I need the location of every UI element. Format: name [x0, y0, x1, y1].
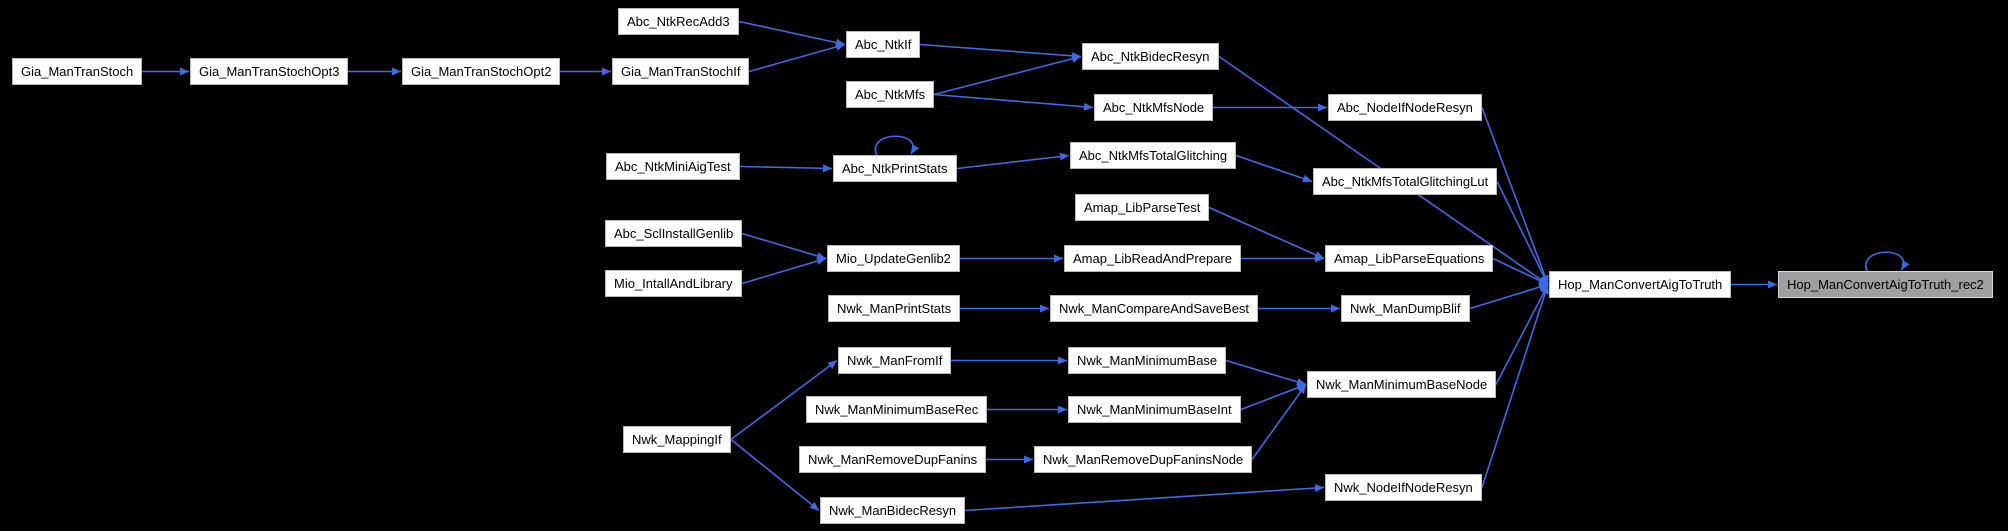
edge-abc-ntkif--abc-ntkbidecresyn — [919, 43, 1082, 60]
edge-abc-nodeifnoderesyn--hop-manconvertaigtotruth — [1481, 107, 1549, 285]
graph-node-nwk-manbidecresyn[interactable]: Nwk_ManBidecResyn — [820, 497, 966, 524]
edge-abc-ntkmfs--abc-ntkmfsnode — [933, 93, 1094, 111]
graph-node-abc-ntkmfsnode[interactable]: Abc_NtkMfsNode — [1094, 94, 1214, 121]
edge-nwk-manremovedupfaninsnode--nwk-manminimumbasenode — [1251, 384, 1307, 460]
graph-node-abc-ntkrecadd3[interactable]: Abc_NtkRecAdd3 — [618, 8, 739, 35]
edge-gia-mantranstochif--abc-ntkif — [748, 43, 846, 73]
graph-node-nwk-manminimumbase[interactable]: Nwk_ManMinimumBase — [1068, 347, 1227, 374]
graph-node-gia-mantranstochopt3[interactable]: Gia_ManTranStochOpt3 — [190, 58, 349, 85]
edge-abc-ntkrecadd3--abc-ntkif — [738, 20, 846, 47]
edge-abc-ntkprintstats--abc-ntkmfstotalglitching — [956, 152, 1070, 170]
graph-node-amap-libreadandprepare[interactable]: Amap_LibReadAndPrepare — [1064, 245, 1241, 272]
graph-node-abc-sclinstallgenlib[interactable]: Abc_SclInstallGenlib — [605, 220, 743, 247]
graph-node-nwk-manfromif[interactable]: Nwk_ManFromIf — [838, 347, 952, 374]
graph-node-amap-libparsetest[interactable]: Amap_LibParseTest — [1075, 194, 1210, 221]
graph-node-abc-ntkmfstotalglitchinglut[interactable]: Abc_NtkMfsTotalGlitchingLut — [1313, 168, 1498, 195]
edge-abc-sclinstallgenlib--mio-updategenlib2 — [741, 232, 827, 260]
graph-node-nwk-manminimumbaseint[interactable]: Nwk_ManMinimumBaseInt — [1068, 396, 1241, 423]
edge-amap-libparseequations--hop-manconvertaigtotruth — [1492, 257, 1549, 286]
edge-group — [142, 20, 1910, 512]
edge-nwk-mappingif--nwk-manbidecresyn — [730, 438, 820, 512]
graph-node-amap-libparseequations[interactable]: Amap_LibParseEquations — [1325, 245, 1494, 272]
graph-node-nwk-mancompareandsavebest[interactable]: Nwk_ManCompareAndSaveBest — [1050, 295, 1259, 322]
graph-node-nwk-manprintstats[interactable]: Nwk_ManPrintStats — [828, 295, 961, 322]
edge-nwk-mappingif--nwk-manfromif — [730, 359, 838, 441]
graph-node-nwk-mappingif[interactable]: Nwk_MappingIf — [623, 426, 731, 453]
graph-node-nwk-manminimumbaserec[interactable]: Nwk_ManMinimumBaseRec — [806, 396, 988, 423]
graph-node-mio-intallandlibrary[interactable]: Mio_IntallAndLibrary — [605, 270, 742, 297]
edge-nwk-manminimumbase--nwk-manminimumbasenode — [1225, 359, 1307, 386]
edge-amap-libparsetest--amap-libparseequations — [1208, 206, 1325, 260]
graph-node-abc-ntkprintstats[interactable]: Abc_NtkPrintStats — [833, 155, 957, 182]
self-loop-hop-manconvertaigtotruth-rec2 — [1865, 251, 1910, 273]
graph-node-nwk-manremovedupfaninsnode[interactable]: Nwk_ManRemoveDupFaninsNode — [1034, 446, 1253, 473]
graph-node-nwk-manminimumbasenode[interactable]: Nwk_ManMinimumBaseNode — [1307, 371, 1497, 398]
edge-abc-ntkmfs--abc-ntkbidecresyn — [933, 54, 1082, 96]
graph-node-abc-ntkmfstotalglitching[interactable]: Abc_NtkMfsTotalGlitching — [1070, 142, 1237, 169]
edge-nwk-manminimumbaseint--nwk-manminimumbasenode — [1240, 383, 1307, 411]
edge-nwk-manminimumbasenode--hop-manconvertaigtotruth — [1495, 284, 1549, 385]
graph-node-nwk-nodeifnoderesyn[interactable]: Nwk_NodeIfNodeResyn — [1325, 474, 1482, 501]
edge-abc-ntkmfstotalglitchinglut--hop-manconvertaigtotruth — [1496, 181, 1549, 285]
edge-abc-ntkminiaigtest--abc-ntkprintstats — [739, 164, 833, 173]
graph-node-hop-manconvertaigtotruth[interactable]: Hop_ManConvertAigToTruth — [1549, 271, 1732, 298]
graph-node-nwk-mandumpblif[interactable]: Nwk_ManDumpBlif — [1341, 295, 1470, 322]
graph-node-hop-manconvertaigtotruth-rec2: Hop_ManConvertAigToTruth_rec2 — [1778, 271, 1993, 298]
edge-nwk-mandumpblif--hop-manconvertaigtotruth — [1469, 283, 1549, 310]
graph-node-abc-ntkminiaigtest[interactable]: Abc_NtkMiniAigTest — [606, 153, 740, 180]
graph-node-gia-mantranstochif[interactable]: Gia_ManTranStochIf — [612, 58, 750, 85]
graph-node-nwk-manremovedupfanins[interactable]: Nwk_ManRemoveDupFanins — [799, 446, 987, 473]
graph-node-abc-ntkbidecresyn[interactable]: Abc_NtkBidecResyn — [1082, 43, 1219, 70]
self-loop-abc-ntkprintstats — [874, 135, 919, 157]
graph-node-mio-updategenlib2[interactable]: Mio_UpdateGenlib2 — [827, 245, 960, 272]
edge-mio-intallandlibrary--mio-updategenlib2 — [741, 257, 827, 285]
edge-nwk-nodeifnoderesyn--hop-manconvertaigtotruth — [1481, 284, 1550, 488]
graph-node-abc-nodeifnoderesyn[interactable]: Abc_NodeIfNodeResyn — [1328, 94, 1482, 121]
graph-node-abc-ntkif[interactable]: Abc_NtkIf — [846, 31, 921, 58]
edge-abc-ntkmfstotalglitching--abc-ntkmfstotalglitchinglut — [1235, 154, 1313, 183]
graph-node-gia-mantranstoch[interactable]: Gia_ManTranStoch — [12, 58, 143, 85]
edge-nwk-manbidecresyn--nwk-nodeifnoderesyn — [964, 484, 1325, 512]
graph-node-abc-ntkmfs[interactable]: Abc_NtkMfs — [846, 81, 935, 108]
graph-node-gia-mantranstochopt2[interactable]: Gia_ManTranStochOpt2 — [402, 58, 561, 85]
